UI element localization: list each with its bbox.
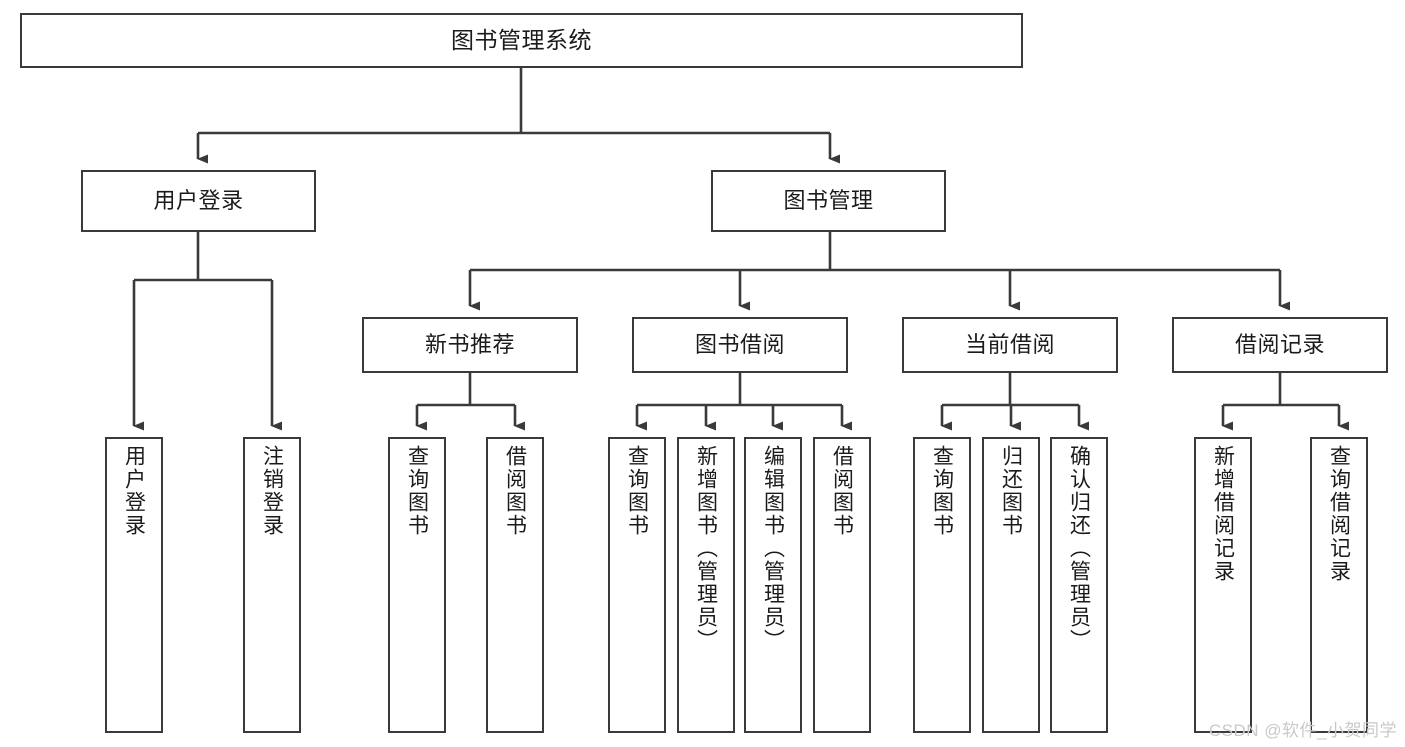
node-label: 编辑图书（管理员） — [761, 445, 785, 652]
node-leaf-query-book-newbook[interactable]: 查询图书 — [388, 437, 446, 733]
node-leaf-add-borrow-record[interactable]: 新增借阅记录 — [1194, 437, 1252, 733]
node-label: 图书管理系统 — [451, 26, 592, 53]
node-label: 查询图书 — [930, 445, 954, 537]
node-label: 新书推荐 — [424, 332, 515, 358]
node-label: 图书借阅 — [694, 332, 785, 358]
node-label: 用户登录 — [153, 188, 244, 214]
node-leaf-query-book-current[interactable]: 查询图书 — [913, 437, 971, 733]
node-book-borrowing[interactable]: 图书借阅 — [632, 317, 848, 373]
node-leaf-edit-book-admin[interactable]: 编辑图书（管理员） — [744, 437, 802, 733]
csdn-watermark: CSDN @软件_小贺同学 — [1208, 721, 1397, 740]
node-label: 确认归还（管理员） — [1067, 445, 1091, 652]
node-leaf-borrow-book-newbook[interactable]: 借阅图书 — [486, 437, 544, 733]
node-label: 注销登录 — [260, 445, 284, 537]
node-root-book-management-system[interactable]: 图书管理系统 — [20, 13, 1023, 68]
node-leaf-add-book-admin[interactable]: 新增图书（管理员） — [677, 437, 735, 733]
node-label: 查询借阅记录 — [1327, 445, 1351, 583]
node-leaf-query-book-borrow[interactable]: 查询图书 — [608, 437, 666, 733]
node-label: 借阅图书 — [503, 445, 527, 537]
node-label: 图书管理 — [783, 188, 874, 214]
node-leaf-confirm-return-admin[interactable]: 确认归还（管理员） — [1050, 437, 1108, 733]
node-label: 归还图书 — [999, 445, 1023, 537]
node-label: 查询图书 — [625, 445, 649, 537]
node-leaf-user-login[interactable]: 用户登录 — [105, 437, 163, 733]
node-label: 新增借阅记录 — [1211, 445, 1235, 583]
node-label: 用户登录 — [122, 445, 146, 537]
node-leaf-return-book[interactable]: 归还图书 — [982, 437, 1040, 733]
node-leaf-logout[interactable]: 注销登录 — [243, 437, 301, 733]
node-label: 新增图书（管理员） — [694, 445, 718, 652]
node-label: 借阅记录 — [1234, 332, 1325, 358]
node-book-management[interactable]: 图书管理 — [711, 170, 946, 232]
node-label: 借阅图书 — [830, 445, 854, 537]
node-borrowing-record[interactable]: 借阅记录 — [1172, 317, 1388, 373]
node-current-borrowing[interactable]: 当前借阅 — [902, 317, 1118, 373]
node-leaf-query-borrow-record[interactable]: 查询借阅记录 — [1310, 437, 1368, 733]
node-user-login[interactable]: 用户登录 — [81, 170, 316, 232]
node-label: 查询图书 — [405, 445, 429, 537]
node-new-book-recommendation[interactable]: 新书推荐 — [362, 317, 578, 373]
node-label: 当前借阅 — [964, 332, 1055, 358]
node-leaf-borrow-book[interactable]: 借阅图书 — [813, 437, 871, 733]
